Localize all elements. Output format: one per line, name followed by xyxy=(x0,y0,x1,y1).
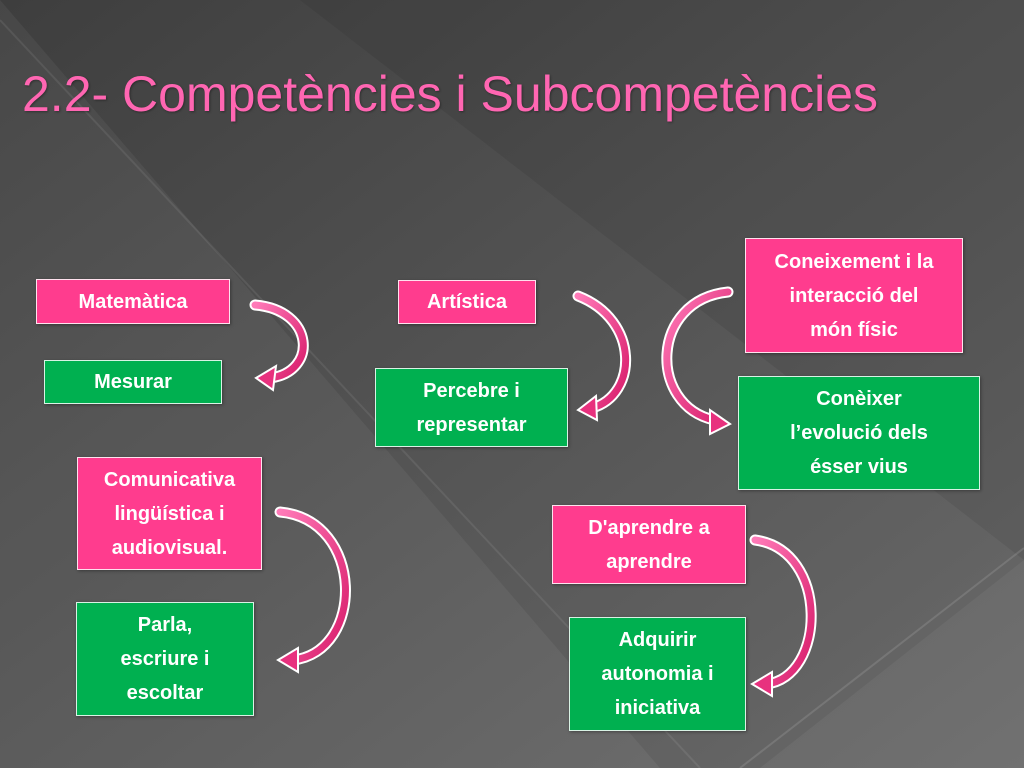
competence-box-aprendre: D'aprendre a aprendre xyxy=(552,505,746,584)
subcompetence-label: Conèixer l’evolució dels ésser vius xyxy=(790,388,928,478)
subcompetence-box-parla: Parla, escriure i escoltar xyxy=(76,602,254,716)
subcompetence-box-mesurar: Mesurar xyxy=(44,360,222,404)
slide-title: 2.2- Competències i Subcompetències xyxy=(22,66,879,122)
subcompetence-label: Parla, escriure i escoltar xyxy=(120,614,210,704)
subcompetence-box-coneixer: Conèixer l’evolució dels ésser vius xyxy=(738,376,980,490)
competence-label: Matemàtica xyxy=(78,290,188,313)
competence-label: Comunicativa lingüística i audiovisual. xyxy=(103,468,236,559)
subcompetence-box-percebre: Percebre i representar xyxy=(375,368,568,447)
competence-box-comunicativa: Comunicativa lingüística i audiovisual. xyxy=(77,457,262,570)
subcompetence-label: Mesurar xyxy=(94,371,172,393)
competence-label: Artística xyxy=(426,291,508,313)
competence-label: D'aprendre a aprendre xyxy=(588,516,710,573)
subcompetence-label: Adquirir autonomia i iniciativa xyxy=(601,629,714,719)
competence-label: Coneixement i la interacció del món físi… xyxy=(774,250,934,341)
subcompetence-label: Percebre i representar xyxy=(416,379,527,436)
competence-box-artistica: Artística xyxy=(398,280,536,324)
competence-box-matematica: Matemàtica xyxy=(36,279,230,324)
competence-box-coneixement: Coneixement i la interacció del món físi… xyxy=(745,238,963,353)
subcompetence-box-adquirir: Adquirir autonomia i iniciativa xyxy=(569,617,746,731)
